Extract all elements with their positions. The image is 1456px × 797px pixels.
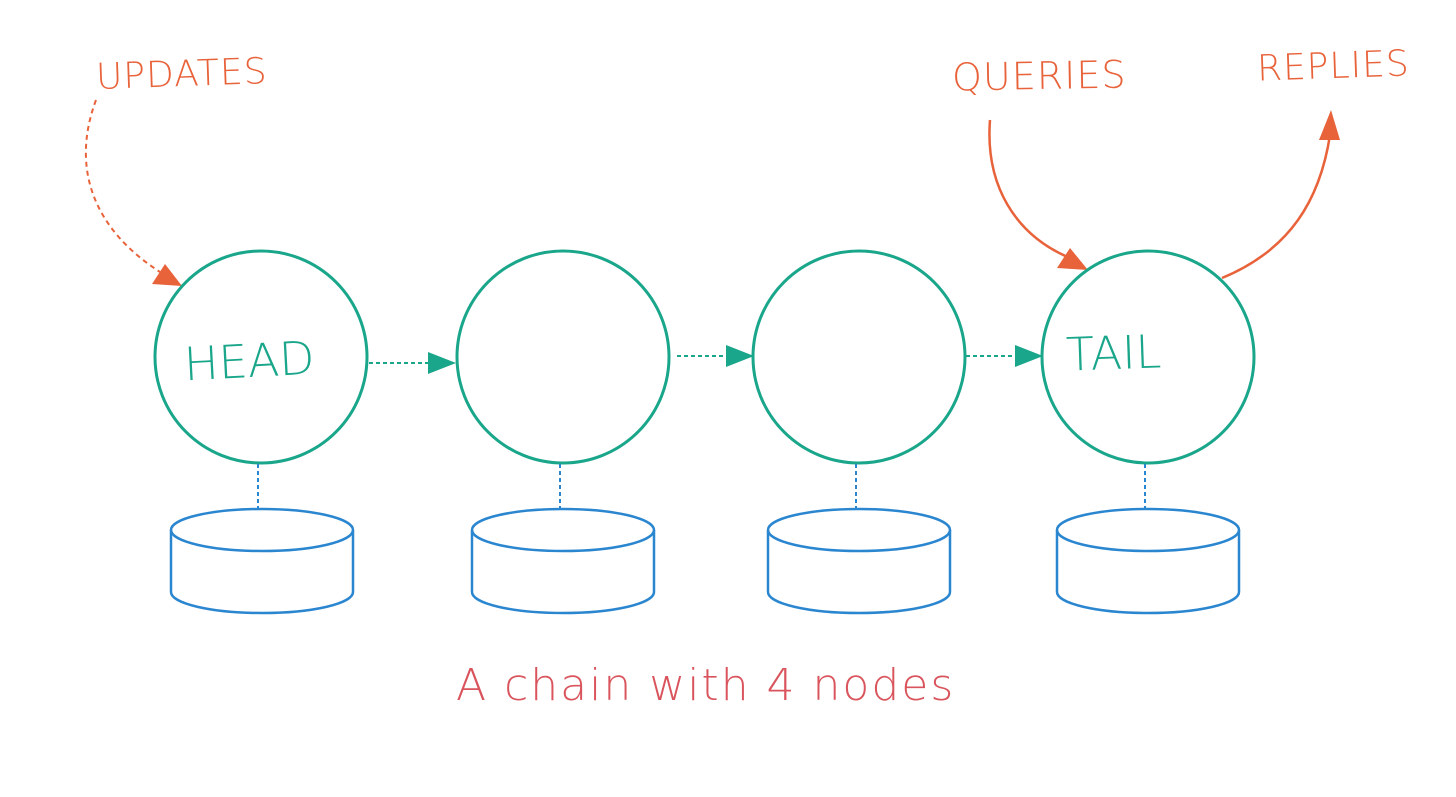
chain-arrowhead-1 [428, 352, 456, 374]
updates-arrowhead [152, 264, 182, 286]
replies-arrowhead [1319, 110, 1340, 140]
diagram-caption: A chain with 4 nodes [456, 660, 956, 711]
queries-arrowhead [1057, 248, 1088, 270]
updates-arrow [84, 99, 161, 273]
updates-label: UPDATES [95, 51, 269, 98]
node-tail-circle [1040, 249, 1256, 465]
storage-cylinder-4 [1055, 507, 1241, 615]
node-3-circle [751, 249, 967, 465]
chain-arrowhead-2 [726, 345, 754, 367]
node-head-circle [153, 249, 369, 465]
queries-label: QUERIES [951, 52, 1127, 100]
replies-label: REPLIES [1256, 43, 1411, 90]
node-tail-label: TAIL [1065, 324, 1163, 382]
replies-arrow [1221, 134, 1332, 280]
storage-cylinder-3 [766, 507, 952, 615]
storage-cylinder-1 [169, 507, 355, 615]
queries-arrow [988, 119, 1071, 260]
node-head-label: HEAD [182, 330, 316, 392]
node-2-circle [455, 249, 671, 465]
storage-cylinder-2 [470, 507, 656, 615]
chain-arrowhead-3 [1015, 345, 1043, 367]
